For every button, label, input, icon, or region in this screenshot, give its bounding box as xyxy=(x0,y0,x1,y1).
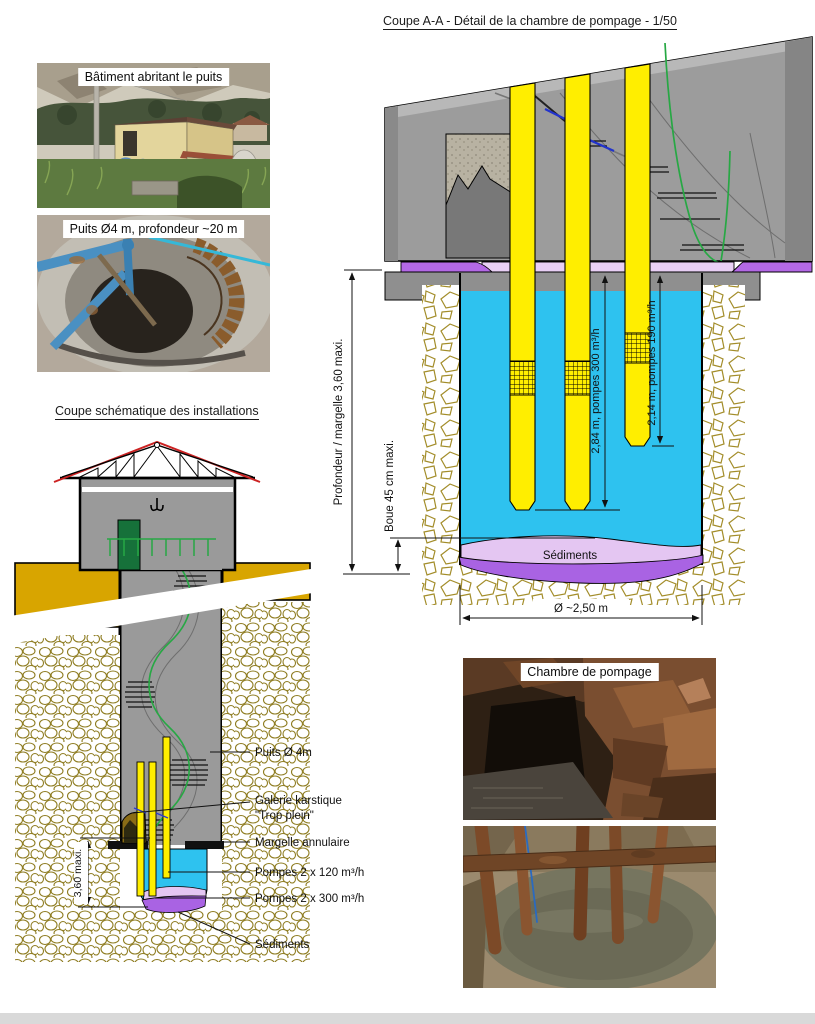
schematic-drawing: 3,60 maxi. Puits Ø 4m Galerie karstique … xyxy=(10,440,364,962)
dim-pumps-300: 2,84 m, pompes 300 m³/h xyxy=(535,275,620,511)
schematic-labels: Puits Ø 4m Galerie karstique "Trop plein… xyxy=(255,747,364,951)
page-edge-band xyxy=(0,1013,815,1024)
section-aa-drawing: Sédiments Profondeur / margelle 3,60 max… xyxy=(333,36,813,625)
margelle-flange-left xyxy=(108,841,148,849)
photo-building: Bâtiment abritant le puits xyxy=(37,63,270,208)
hoist-hook xyxy=(150,498,164,512)
building xyxy=(53,440,261,572)
photo-chamber-cave: Chambre de pompage xyxy=(463,658,716,820)
staircase-handrail xyxy=(664,42,731,264)
pump-pipe-1 xyxy=(509,82,536,511)
sediments-label: Sédiments xyxy=(543,550,598,562)
photo-well-image xyxy=(37,215,270,372)
blue-pipes xyxy=(37,235,270,351)
dim-pumps-190-label: 2,14 m, pompes 190 m³/h xyxy=(646,300,658,425)
cave-rock-wall xyxy=(583,658,716,820)
photo-building-caption: Bâtiment abritant le puits xyxy=(77,68,230,87)
wood-plank xyxy=(97,253,157,327)
photo-well-caption: Puits Ø4 m, profondeur ~20 m xyxy=(62,220,245,239)
label-gallery-1: Galerie karstique xyxy=(255,795,342,807)
pump-screen-3 xyxy=(624,332,651,364)
dim-360-label: 3,60 maxi. xyxy=(72,849,84,897)
roof-truss xyxy=(53,440,261,483)
dim-diameter-label: Ø ~2,50 m xyxy=(554,603,608,615)
green-door xyxy=(117,519,141,571)
concrete-slab xyxy=(131,180,179,196)
karst-left xyxy=(422,285,460,605)
karst-left xyxy=(15,635,120,962)
margelle-band xyxy=(400,261,813,273)
label-well: Puits Ø 4m xyxy=(255,747,312,759)
label-pumps-300: Pompes 2 x 300 m³/h xyxy=(255,893,364,905)
guard-railing xyxy=(107,538,216,556)
pump-pipes xyxy=(136,736,171,897)
dim-pumps-300-label: 2,84 m, pompes 300 m³/h xyxy=(590,328,602,453)
pit-rim-left xyxy=(463,876,488,988)
dim-depth: Profondeur / margelle 3,60 maxi. xyxy=(333,269,410,575)
dim-diameter: Ø ~2,50 m xyxy=(459,585,703,625)
label-pumps-120: Pompes 2 x 120 m³/h xyxy=(255,867,364,879)
sediment-dark xyxy=(141,895,207,913)
cave-floor-water xyxy=(463,762,613,820)
rusty-pipes xyxy=(474,826,669,955)
dim-depth-label: Profondeur / margelle 3,60 maxi. xyxy=(333,339,345,506)
label-sediments: Sédiments xyxy=(255,939,310,951)
karst-bottom xyxy=(120,910,222,962)
leader-lines xyxy=(131,751,251,945)
pump-pipe-3 xyxy=(624,63,651,447)
dim-mud: Boue 45 cm maxi. xyxy=(384,440,402,572)
photo-chamber-cave-image xyxy=(463,658,716,820)
section-aa-title: Coupe A-A - Détail de la chambre de pomp… xyxy=(383,14,677,30)
photo-well: Puits Ø4 m, profondeur ~20 m xyxy=(37,215,270,372)
dim-pumps-190: 2,14 m, pompes 190 m³/h xyxy=(646,275,674,447)
drawing-break xyxy=(10,566,330,644)
blue-cable xyxy=(524,826,538,923)
photo-building-image xyxy=(37,63,270,208)
label-gallery-2: "Trop plein" xyxy=(255,810,314,822)
karst-right xyxy=(222,602,310,962)
pump-pipe-2 xyxy=(564,73,591,511)
distant-house xyxy=(233,123,267,141)
dim-360: 3,60 maxi. xyxy=(72,837,150,908)
sediment-dark xyxy=(458,554,704,584)
pump-screen-1 xyxy=(509,360,536,396)
photo-chamber-pit xyxy=(463,826,716,988)
photo-chamber-pit-image xyxy=(463,826,716,988)
dim-mud-label: Boue 45 cm maxi. xyxy=(384,440,396,532)
margelle-flange-right xyxy=(185,841,224,849)
cyan-hose xyxy=(148,235,270,267)
schematic-title: Coupe schématique des installations xyxy=(55,404,259,420)
karst-right xyxy=(702,285,745,605)
photo-chamber-caption: Chambre de pompage xyxy=(520,663,659,682)
cave-niche xyxy=(445,133,513,259)
pump-screen-2 xyxy=(564,360,591,396)
label-curb: Margelle annulaire xyxy=(255,837,350,849)
